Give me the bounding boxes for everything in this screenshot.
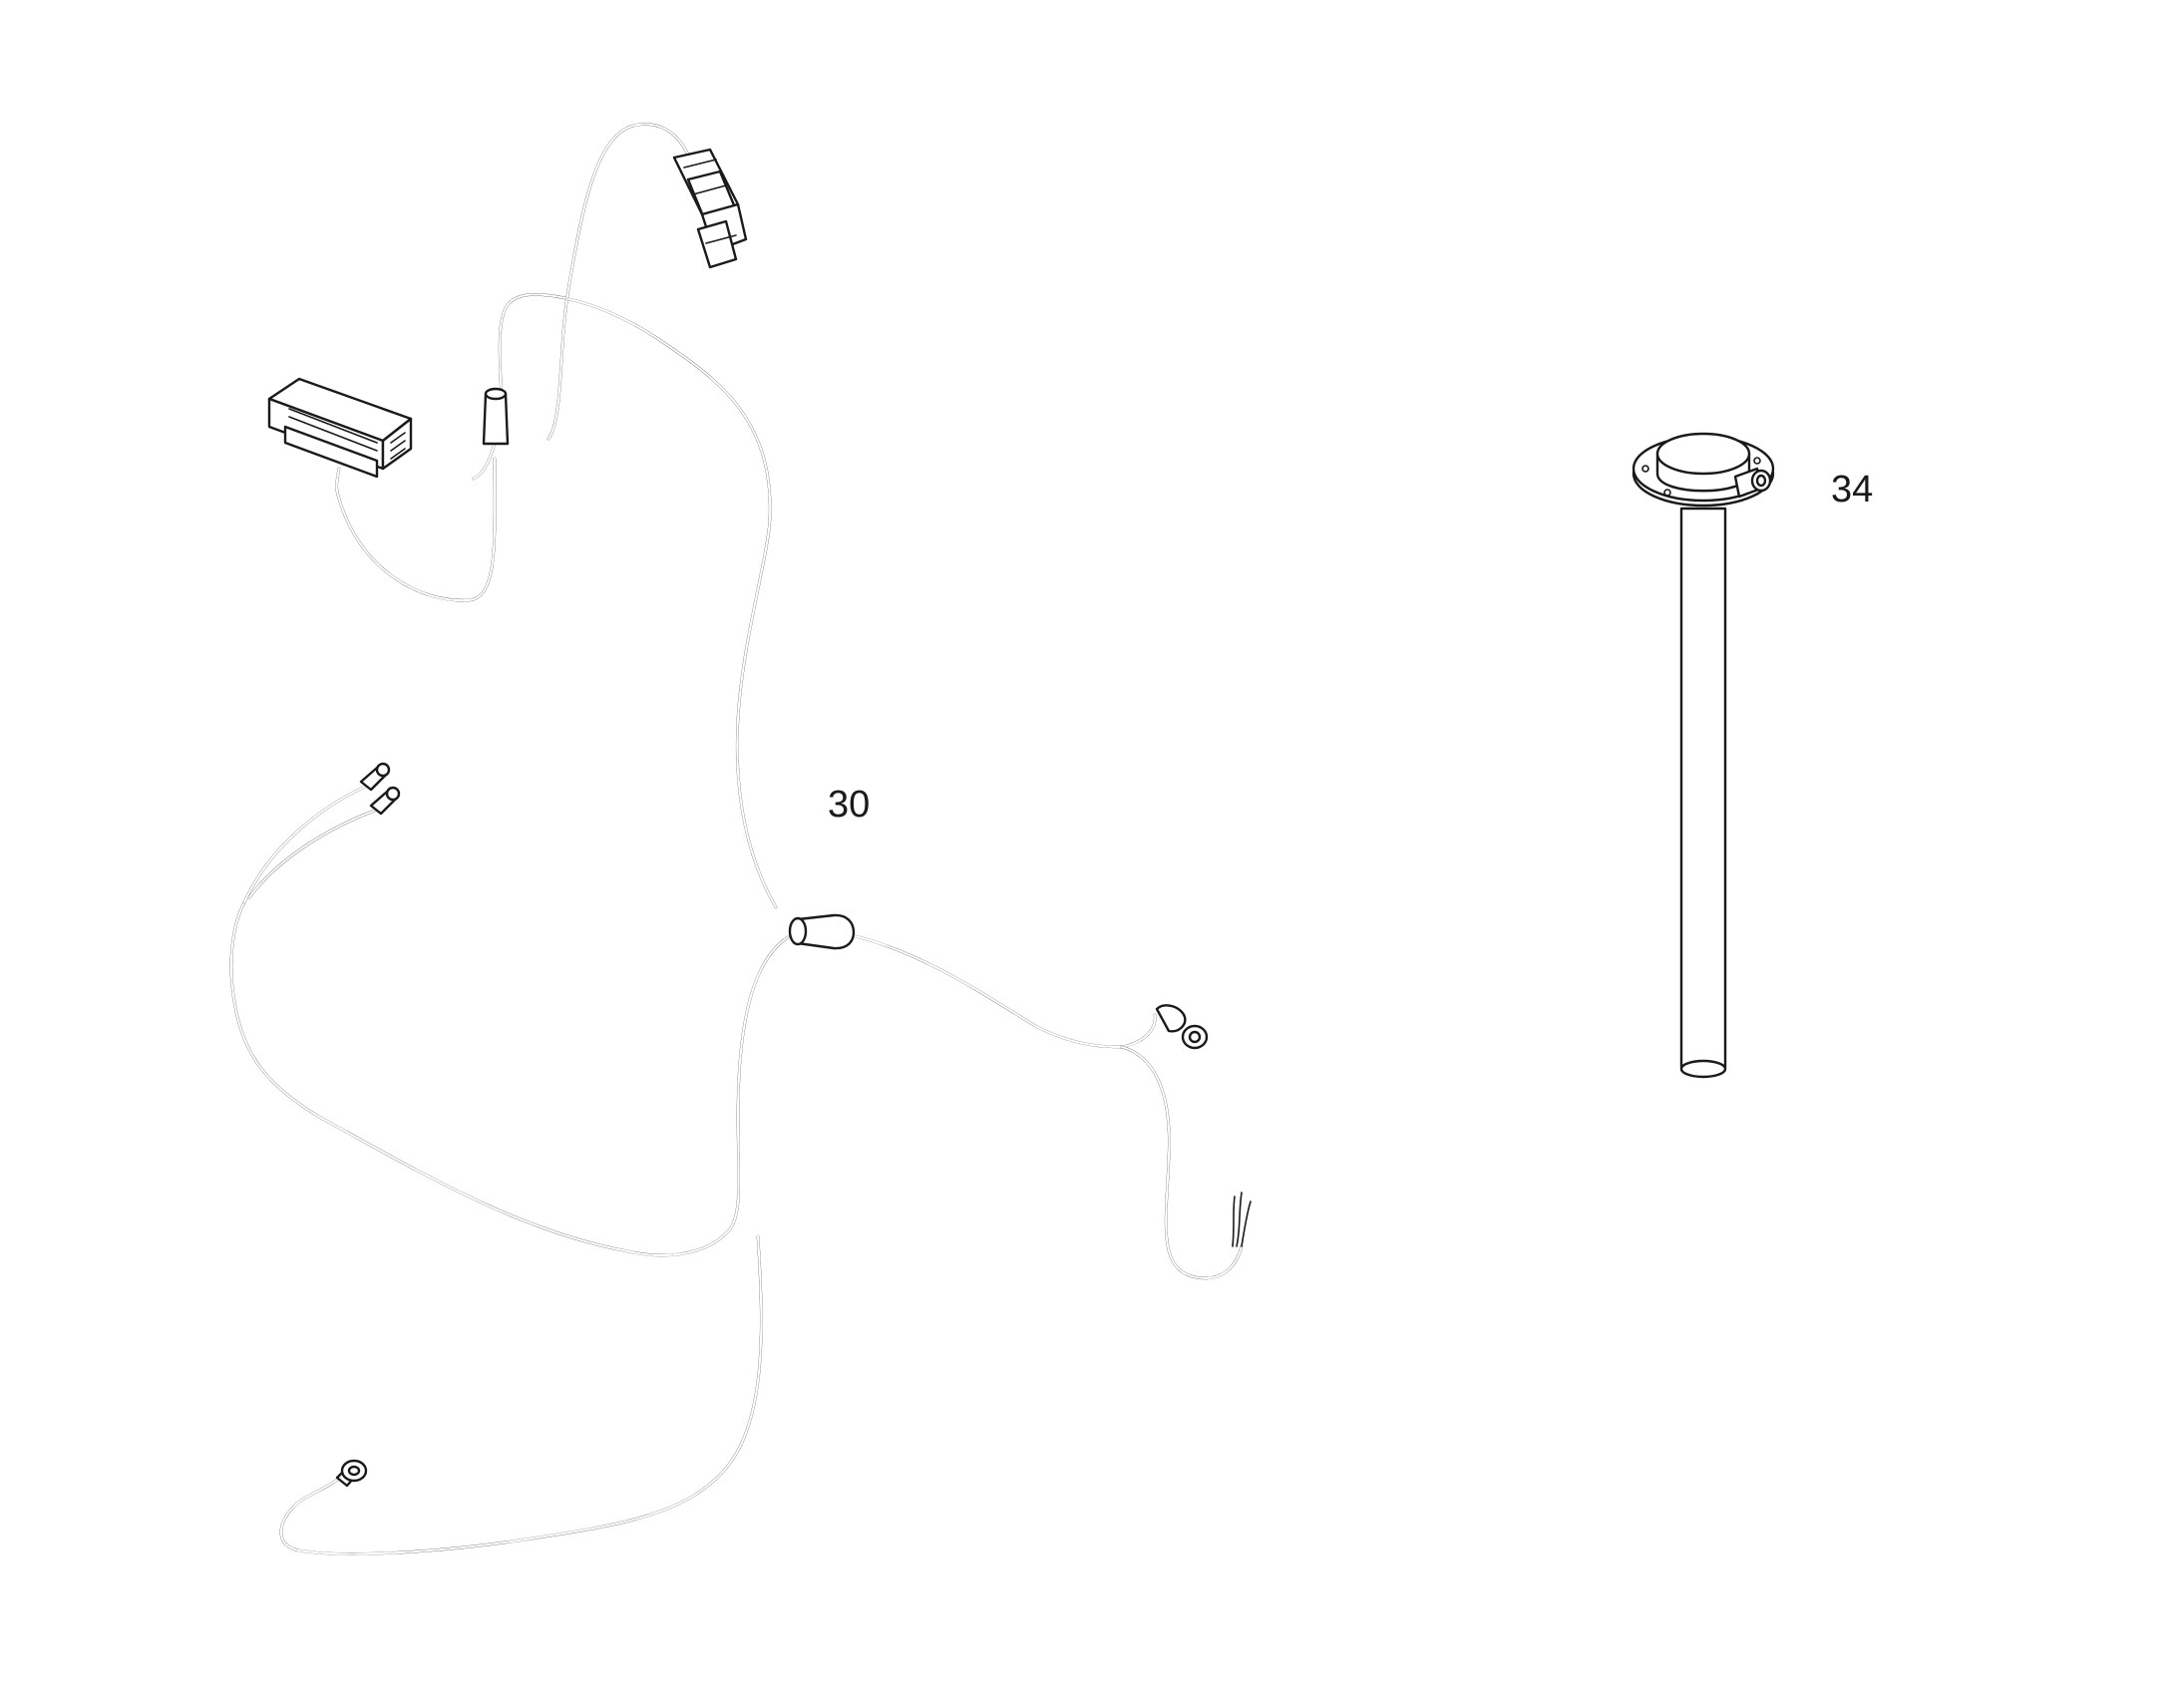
splice-sleeve xyxy=(788,913,856,950)
stripped-wire-ends xyxy=(1232,1192,1252,1247)
callout-label-harness: 30 xyxy=(828,784,871,826)
bottom-eyelet xyxy=(335,1459,368,1488)
ring-terminals xyxy=(359,762,401,816)
plug-connector xyxy=(672,148,748,269)
grommet-eyelet xyxy=(1155,1004,1209,1050)
harness-wires xyxy=(229,123,1244,1555)
upper-sleeve xyxy=(482,387,510,446)
fuel-level-sender-icon xyxy=(1632,432,1775,1079)
callout-label-sender: 34 xyxy=(1831,469,1874,511)
display-box xyxy=(267,377,413,479)
wiring-harness-icon xyxy=(229,123,1252,1555)
